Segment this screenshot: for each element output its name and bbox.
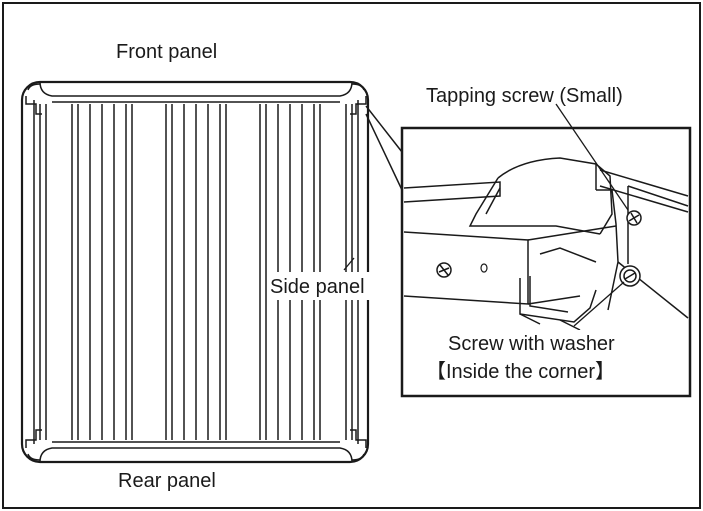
front-panel-shape (39, 81, 353, 97)
screw-with-washer-icon (619, 265, 641, 287)
screw-with-washer-label: Screw with washer (448, 333, 615, 355)
beam-screw-icon (436, 262, 452, 278)
beam-hole (480, 263, 488, 273)
inside-corner-label: 【Inside the corner】 (426, 361, 615, 383)
side-panel-label: Side panel (270, 276, 365, 298)
tapping-screw-icon (626, 210, 642, 226)
detail-leader-lines (365, 105, 403, 191)
tapping-screw-label: Tapping screw (Small) (426, 85, 623, 107)
rear-panel-label: Rear panel (118, 470, 216, 492)
rear-panel-shape (39, 447, 353, 463)
front-panel-label: Front panel (116, 41, 217, 63)
callout-leaders (343, 103, 629, 327)
